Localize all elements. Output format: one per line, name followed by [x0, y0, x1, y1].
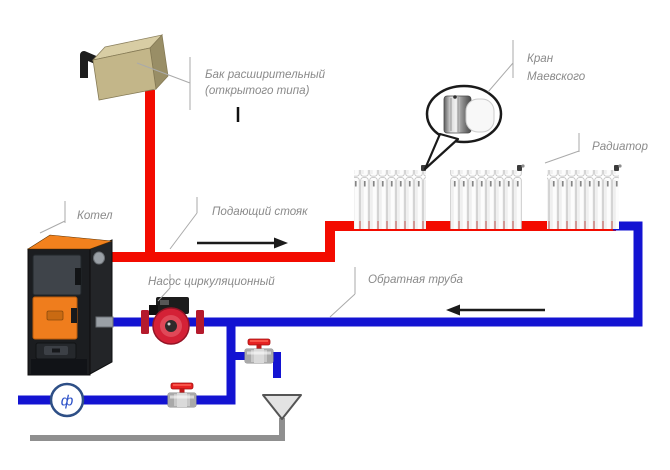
label-circulation-pump: Насос циркуляционный [148, 275, 275, 288]
callout-tail [423, 132, 460, 171]
radiator-2 [450, 170, 522, 229]
leader-expansion-tank [136, 57, 191, 110]
callout-valve-cap [465, 98, 495, 133]
mayevsky-callout-bubble [423, 84, 503, 171]
filter-symbol-text: ф [61, 393, 74, 410]
overflow-elbow [80, 51, 100, 78]
label-radiator: Радиатор [592, 140, 648, 153]
pump-flange-right [196, 310, 204, 334]
boiler-outlet-fitting [93, 251, 105, 265]
boiler-ash-slot [52, 348, 60, 353]
label-mayevsky-line1: Кран [527, 52, 554, 65]
pump-terminal-box [149, 305, 158, 315]
label-boiler: Котел [77, 209, 113, 222]
mayevsky-mini-valve-3 [614, 164, 622, 171]
boiler-upper-door-handle [75, 268, 81, 285]
pump-face-center [165, 320, 177, 332]
mayevsky-mini-valve-2 [517, 164, 525, 171]
boiler [26, 234, 114, 376]
radiator-1 [354, 170, 426, 229]
leader-radiator [544, 133, 580, 164]
label-supply-riser: Подающий стояк [212, 205, 308, 218]
label-mayevsky-line2: Маевского [527, 70, 586, 83]
drain-branch-pipe [18, 322, 236, 405]
circulation-pump [141, 297, 204, 345]
drain-pipe [30, 418, 285, 441]
pump-flange-left [141, 310, 149, 334]
drain-ball-valve [167, 382, 197, 408]
boiler-logo-badge [46, 310, 64, 321]
label-expansion-tank-line2: (открытого типа) [205, 84, 310, 97]
filter-symbol-circle: ф [49, 382, 85, 418]
boiler-lower-door-handle [71, 308, 77, 323]
supply-pipe [104, 221, 616, 262]
boiler-top [26, 234, 113, 250]
return-pipe [112, 221, 643, 327]
expansion-tank [80, 34, 169, 101]
boiler-upper-door [32, 254, 82, 296]
radiator-3 [547, 170, 619, 229]
flow-arrow-return [446, 304, 545, 316]
leader-boiler [39, 201, 66, 234]
boiler-inlet-fitting [95, 316, 114, 328]
pump-face-dot [167, 322, 171, 326]
label-return-pipe: Обратная труба [368, 273, 463, 286]
tank-front-face [92, 47, 157, 101]
label-expansion-tank-line1: Бак расширительный [205, 68, 326, 81]
leader-mayevsky [487, 40, 514, 93]
discharge-ball-valve [244, 338, 274, 364]
leader-supply-riser [169, 197, 198, 250]
drain-funnel [262, 394, 302, 420]
flow-arrow-supply [197, 237, 288, 249]
callout-valve-vent-hole [453, 95, 457, 99]
leader-return-pipe [329, 267, 356, 318]
pump-motor-detail [160, 300, 169, 305]
boiler-base [31, 359, 87, 375]
leader-pump [157, 274, 171, 302]
